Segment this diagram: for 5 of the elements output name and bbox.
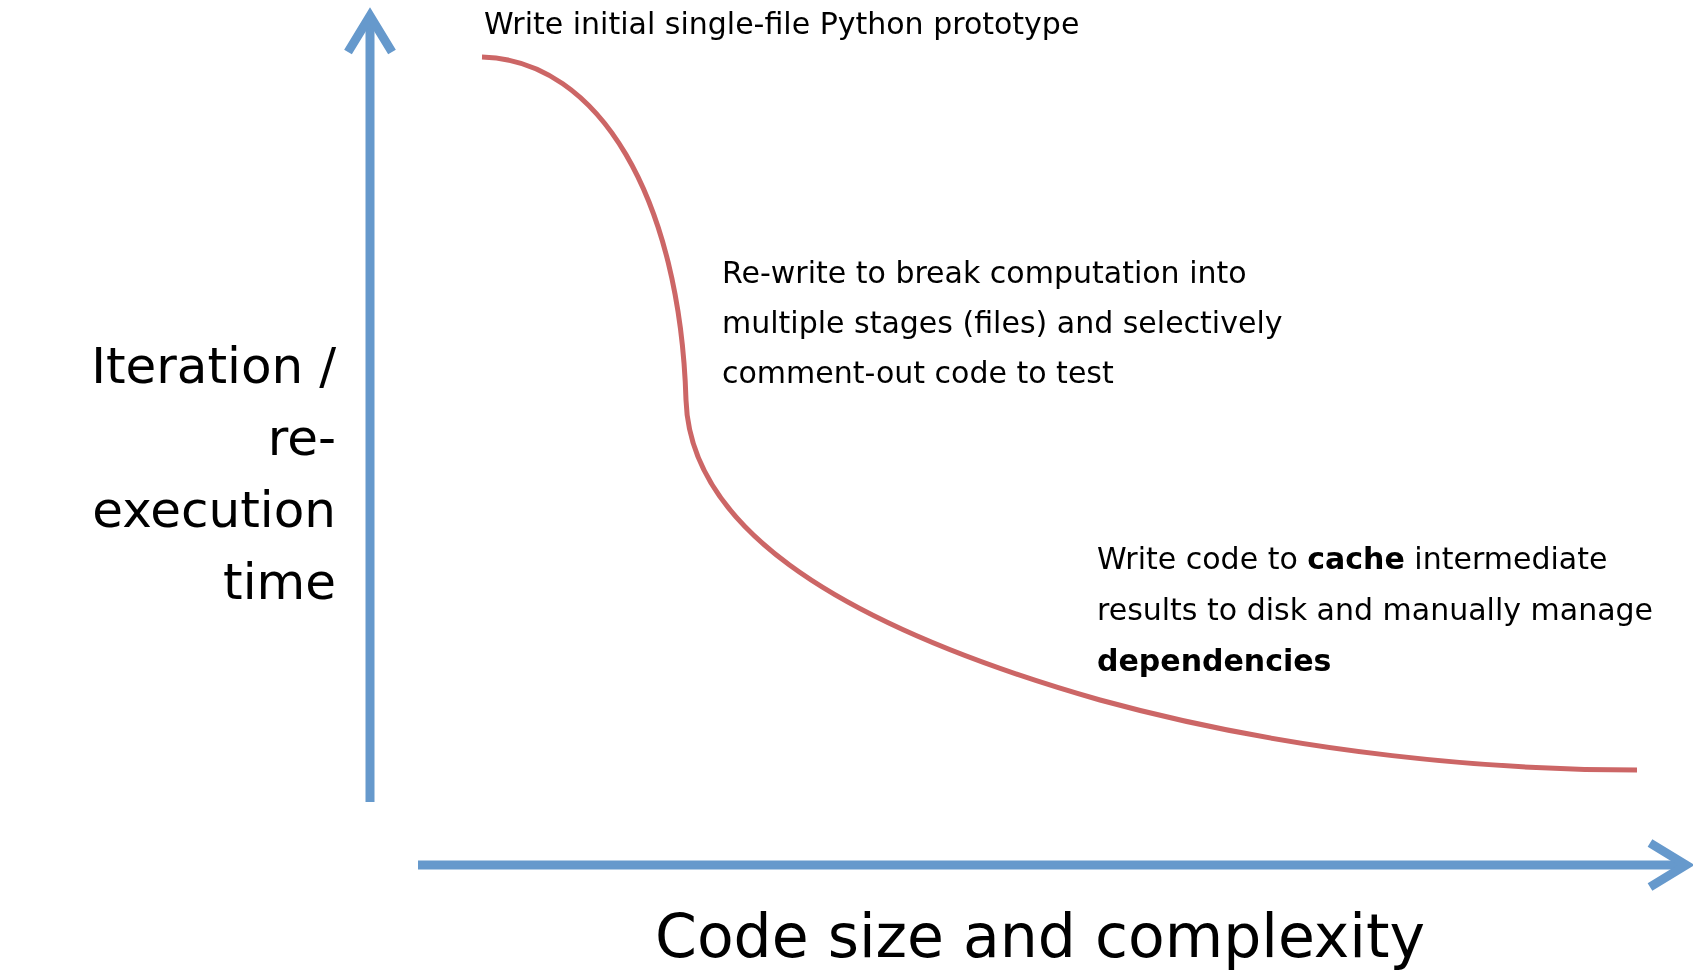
annotation-text: Write initial single-file Python prototype [484,6,1080,41]
axis-title: Code size and complexity [654,900,1426,972]
axis-title: Iteration / re-execution time [90,336,336,613]
annotation-text: Re-write to break computation into multiple stages (files) and selectively comment-out code to test [722,254,1284,392]
annotation-text: Write code to cache intermediate results to disk and manually manage dependencies [1097,540,1655,680]
